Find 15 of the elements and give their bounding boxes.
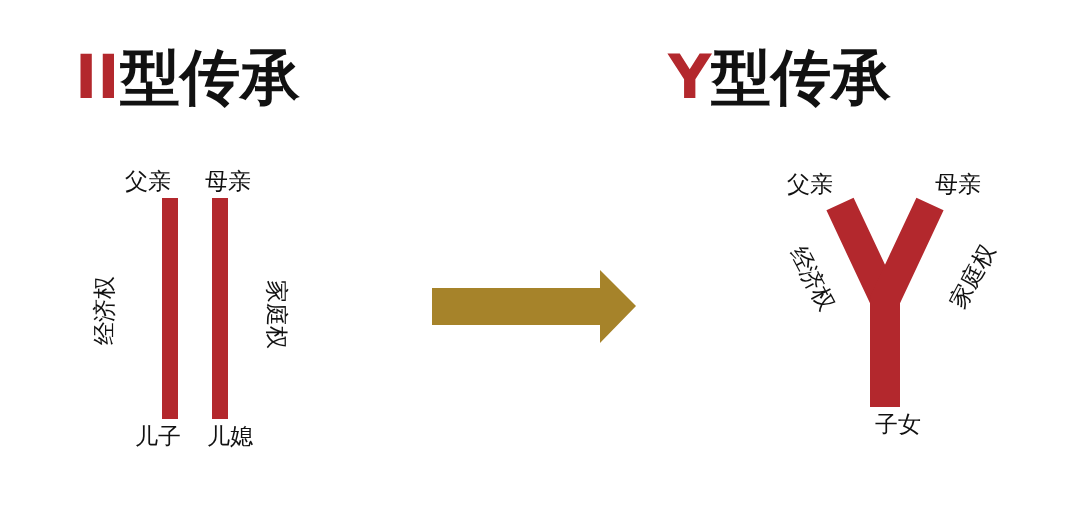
edge-label: 经济权 bbox=[89, 275, 118, 345]
node-label: 儿媳 bbox=[198, 420, 262, 452]
heading: Y型传承 bbox=[668, 41, 892, 114]
connector-bar bbox=[212, 198, 228, 419]
connector-bar bbox=[162, 198, 178, 419]
edge-label: 家庭权 bbox=[942, 238, 1001, 314]
node-label: 子女 bbox=[866, 408, 930, 440]
node-label: 母亲 bbox=[926, 168, 990, 200]
edge-label: 家庭权 bbox=[262, 279, 291, 349]
node-label: 儿子 bbox=[126, 420, 190, 452]
node-label: 父亲 bbox=[778, 168, 842, 200]
edge-label: 经济权 bbox=[783, 240, 842, 316]
node-label: 母亲 bbox=[196, 165, 260, 197]
node-label: 父亲 bbox=[116, 165, 180, 197]
heading: II型传承 bbox=[75, 41, 300, 114]
